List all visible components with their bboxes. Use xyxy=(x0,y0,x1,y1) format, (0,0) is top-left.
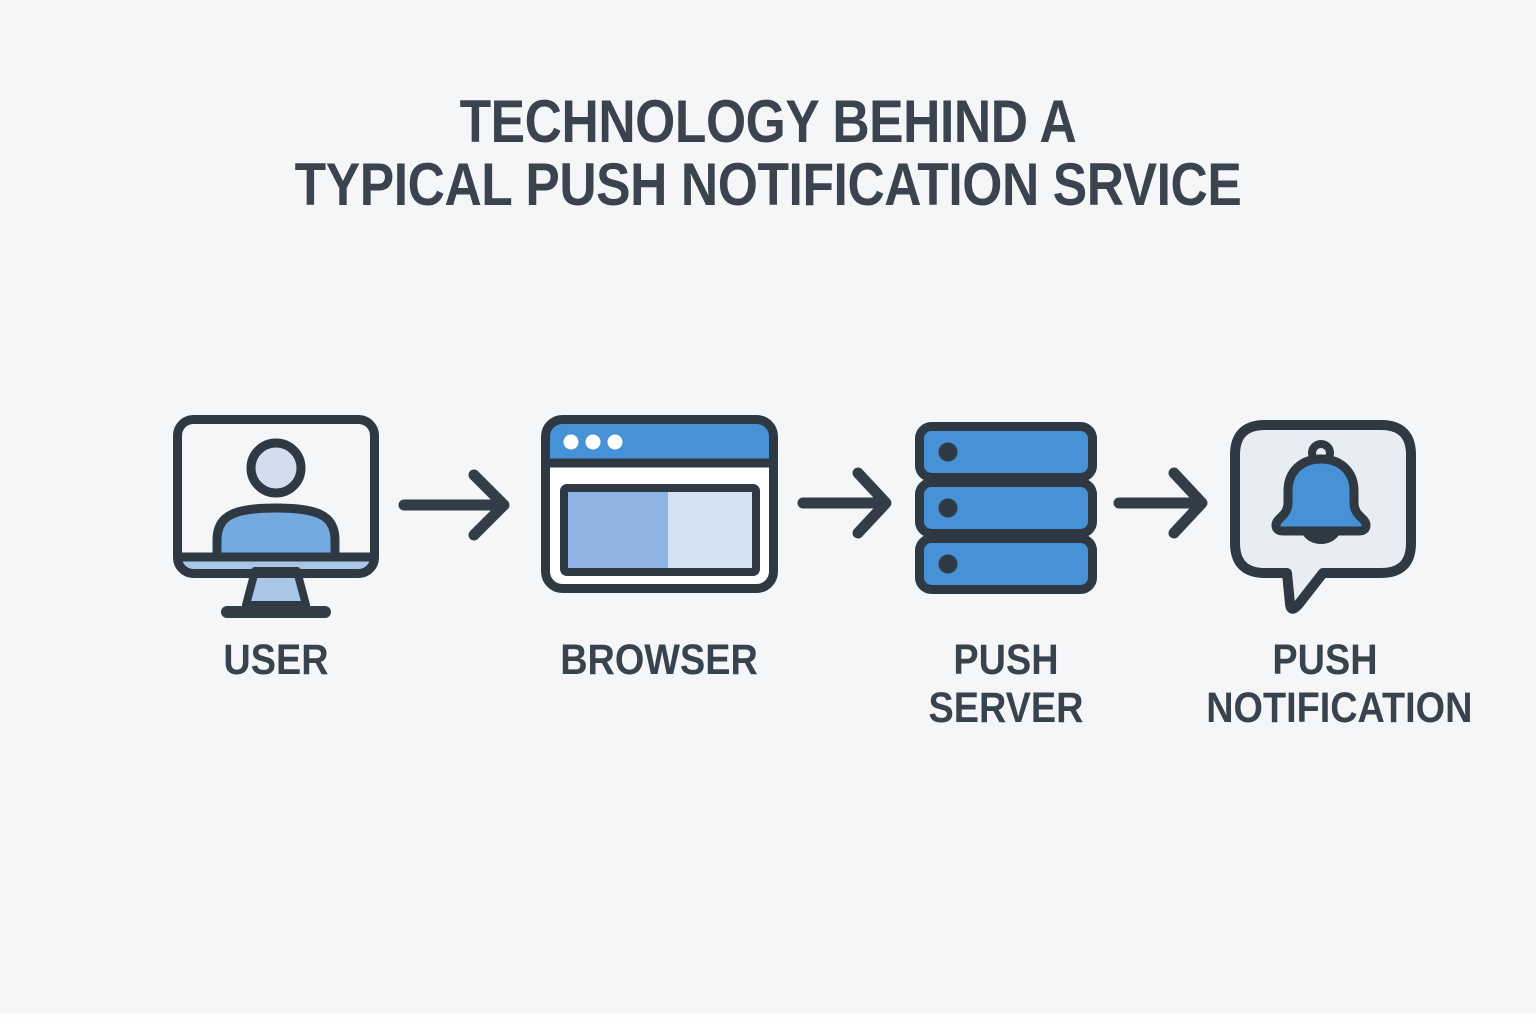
node-browser: BROWSER xyxy=(530,415,788,684)
label-line: NOTIFICATION xyxy=(1206,684,1473,732)
arrow-right-icon xyxy=(398,469,510,541)
title-line-2: TYPICAL PUSH NOTIFICATION SRVICE xyxy=(294,151,1242,218)
arrow-right-icon xyxy=(797,467,892,539)
server-icon-wrap xyxy=(878,415,1134,600)
label-line: PUSH xyxy=(1272,636,1378,684)
title-line-1: TECHNOLOGY BEHIND A xyxy=(459,88,1077,155)
page-title: TECHNOLOGY BEHIND A TYPICAL PUSH NOTIFIC… xyxy=(108,90,1429,216)
node-browser-label: BROWSER xyxy=(545,636,772,684)
node-push-notification-label: PUSH NOTIFICATION xyxy=(1206,636,1473,732)
user-icon-wrap xyxy=(148,415,404,620)
label-line: USER xyxy=(223,636,329,684)
label-line: BROWSER xyxy=(560,636,758,684)
notification-bell-bubble-icon xyxy=(1230,420,1416,614)
node-push-server-label: PUSH SERVER xyxy=(893,636,1118,732)
connector-browser-server xyxy=(796,465,896,546)
notification-icon-wrap xyxy=(1190,415,1460,616)
server-led-dots xyxy=(938,442,958,574)
browser-icon-wrap xyxy=(530,415,788,593)
label-line: PUSH xyxy=(953,636,1059,684)
arrow-right-icon xyxy=(1113,467,1208,539)
node-user-label: USER xyxy=(163,636,388,684)
node-push-server: PUSH SERVER xyxy=(878,415,1134,732)
node-push-notification: PUSH NOTIFICATION xyxy=(1190,415,1472,732)
connector-user-browser xyxy=(396,467,516,548)
bell-body xyxy=(1271,454,1371,536)
user-on-monitor-icon xyxy=(173,415,379,618)
server-stack-icon xyxy=(915,422,1097,594)
label-line: SERVER xyxy=(928,684,1084,732)
connector-server-notification xyxy=(1112,465,1212,546)
bottom-edge-strip xyxy=(0,1014,1536,1024)
node-user: USER xyxy=(148,415,404,684)
browser-window-icon xyxy=(540,415,778,593)
